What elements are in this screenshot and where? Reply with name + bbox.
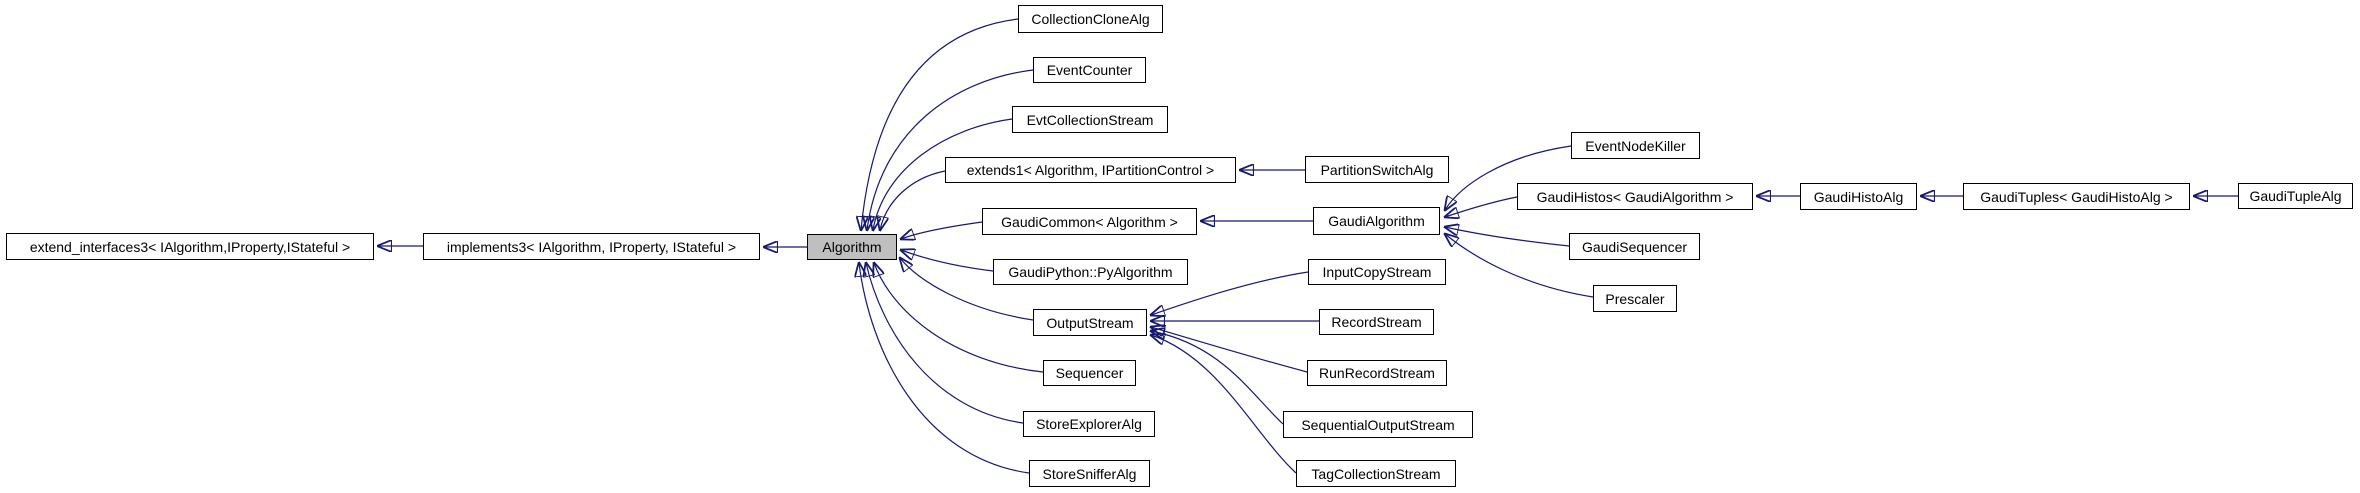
node-label: GaudiSequencer — [1581, 238, 1688, 255]
node-eventnodekiller[interactable]: EventNodeKiller — [1571, 132, 1700, 159]
edge-inputcopystream-to-outputstream — [1151, 271, 1309, 315]
edge-extends1-to-algorithm — [880, 170, 946, 230]
edge-eventnodekiller-to-gaudialgorithm — [1445, 145, 1572, 210]
node-gaudipython-pyalgorithm[interactable]: GaudiPython::PyAlgorithm — [993, 259, 1188, 285]
node-label: GaudiAlgorithm — [1328, 213, 1425, 229]
edge-runrecordstream-to-outputstream — [1151, 327, 1308, 373]
edge-gaudihistos-to-gaudialgorithm — [1445, 196, 1518, 217]
node-label: CollectionCloneAlg — [1031, 11, 1150, 27]
node-inputcopystream[interactable]: InputCopyStream — [1308, 259, 1446, 285]
node-gaudihistos[interactable]: GaudiHistos< GaudiAlgorithm > — [1517, 183, 1753, 210]
node-label: InputCopyStream — [1322, 264, 1432, 280]
edge-storeexploreralg-to-algorithm — [866, 263, 1024, 424]
node-implements3[interactable]: implements3< IAlgorithm, IProperty, ISta… — [423, 233, 760, 260]
node-label: TagCollectionStream — [1311, 465, 1441, 482]
node-label: Algorithm — [822, 239, 882, 255]
node-gauditulplealg[interactable]: GaudiTupleAlg — [2238, 183, 2353, 209]
edge-sequencer-to-algorithm — [874, 263, 1044, 373]
edge-storesnifferalg-to-algorithm — [859, 263, 1030, 474]
node-label: extends1< Algorithm, IPartitionControl > — [966, 162, 1215, 178]
node-recordstream[interactable]: RecordStream — [1319, 309, 1434, 335]
node-label: GaudiCommon< Algorithm > — [1001, 213, 1178, 230]
node-partitionswitchalg[interactable]: PartitionSwitchAlg — [1305, 156, 1449, 183]
node-gaudisequencer[interactable]: GaudiSequencer — [1569, 233, 1700, 260]
node-label: StoreExplorerAlg — [1036, 416, 1142, 432]
node-label: RunRecordStream — [1319, 365, 1435, 381]
node-label: Sequencer — [1055, 365, 1124, 381]
node-label: extend_interfaces3< IAlgorithm,IProperty… — [29, 238, 351, 255]
node-tagcollectionstream[interactable]: TagCollectionStream — [1296, 460, 1456, 487]
node-label: GaudiHistos< GaudiAlgorithm > — [1536, 188, 1734, 205]
node-outputstream[interactable]: OutputStream — [1033, 309, 1147, 336]
node-label: GaudiPython::PyAlgorithm — [1008, 264, 1173, 280]
node-label: GaudiTupleAlg — [2249, 188, 2342, 204]
node-prescaler[interactable]: Prescaler — [1593, 285, 1677, 312]
node-collectionclonealg[interactable]: CollectionCloneAlg — [1018, 5, 1163, 33]
edge-sequentialoutputstream-to-outputstream — [1151, 331, 1284, 425]
node-gauditules[interactable]: GaudiTuples< GaudiHistoAlg > — [1963, 183, 2190, 210]
edge-eventcounter-to-algorithm — [867, 69, 1034, 230]
edge-evtcollectionstream-to-algorithm — [873, 118, 1013, 230]
node-gaudicommon[interactable]: GaudiCommon< Algorithm > — [982, 208, 1197, 235]
edge-outputstream-to-algorithm — [900, 258, 1034, 321]
node-sequentialoutputstream[interactable]: SequentialOutputStream — [1283, 411, 1473, 438]
node-label: OutputStream — [1046, 314, 1134, 331]
node-algorithm-current: Algorithm — [807, 234, 897, 260]
node-label: EvtCollectionStream — [1026, 111, 1154, 128]
node-runrecordstream[interactable]: RunRecordStream — [1307, 360, 1447, 386]
node-gaudialgorithm[interactable]: GaudiAlgorithm — [1313, 207, 1440, 235]
edge-gaudisequencer-to-gaudialgorithm — [1445, 227, 1570, 247]
node-label: EventCounter — [1046, 62, 1133, 78]
node-label: PartitionSwitchAlg — [1320, 161, 1434, 178]
edge-gaudicommon-to-algorithm — [901, 221, 983, 239]
node-label: implements3< IAlgorithm, IProperty, ISta… — [446, 238, 737, 255]
node-label: RecordStream — [1331, 314, 1422, 330]
node-label: Prescaler — [1605, 290, 1665, 307]
node-label: GaudiTuples< GaudiHistoAlg > — [1980, 188, 2173, 205]
node-eventcounter[interactable]: EventCounter — [1033, 57, 1146, 83]
node-storesnifferalg[interactable]: StoreSnifferAlg — [1029, 460, 1150, 487]
node-evtcollectionstream[interactable]: EvtCollectionStream — [1012, 106, 1168, 133]
node-gaudihistoalg[interactable]: GaudiHistoAlg — [1800, 183, 1917, 210]
edge-collectionclonealg-to-algorithm — [861, 18, 1019, 230]
node-extend-interfaces3[interactable]: extend_interfaces3< IAlgorithm,IProperty… — [6, 233, 374, 260]
node-sequencer[interactable]: Sequencer — [1043, 360, 1136, 386]
node-extends1[interactable]: extends1< Algorithm, IPartitionControl > — [945, 157, 1236, 183]
node-label: GaudiHistoAlg — [1813, 188, 1904, 205]
node-label: StoreSnifferAlg — [1042, 465, 1137, 482]
node-storeexploreralg[interactable]: StoreExplorerAlg — [1023, 411, 1155, 437]
node-label: SequentialOutputStream — [1301, 416, 1455, 433]
edge-gaudipython-pyalgorithm-to-algorithm — [901, 250, 994, 272]
edge-prescaler-to-gaudialgorithm — [1445, 234, 1594, 298]
node-label: EventNodeKiller — [1585, 137, 1686, 154]
edge-tagcollectionstream-to-outputstream — [1151, 335, 1297, 474]
